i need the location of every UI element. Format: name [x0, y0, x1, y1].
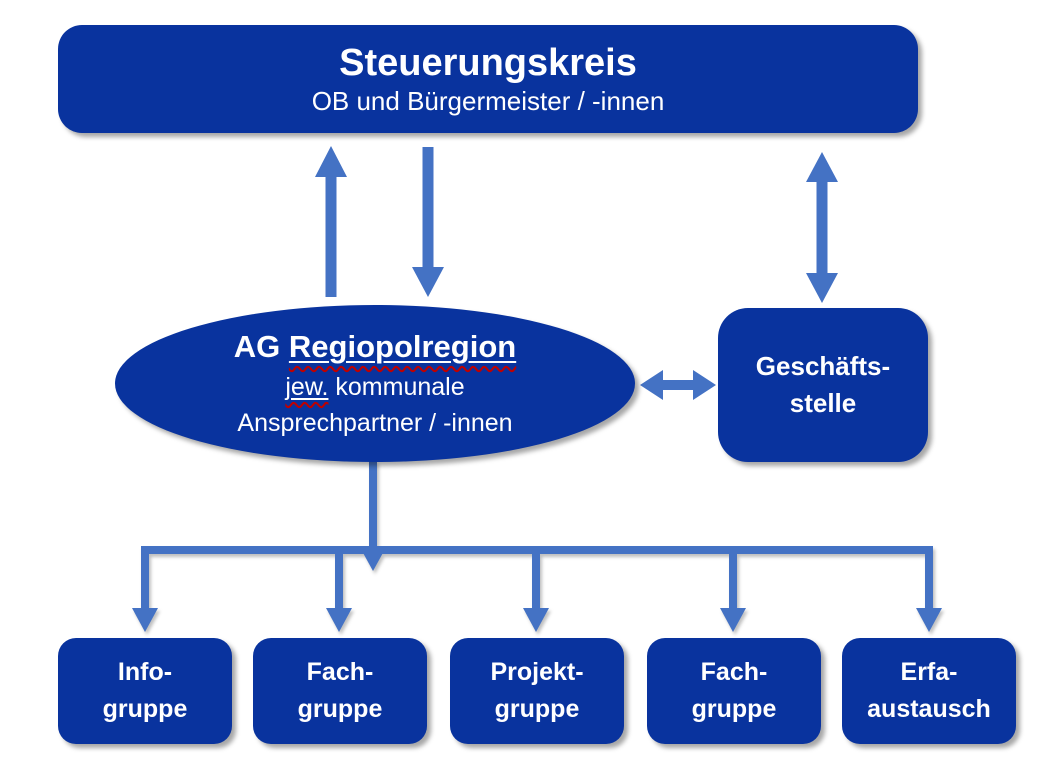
group-label-line1: Fach- [700, 658, 768, 686]
branch-arrow-3 [523, 546, 549, 632]
spellcheck-underline: jew. [285, 373, 328, 401]
fachgruppe-box-1: Fach- gruppe [253, 638, 427, 744]
connector-tree [132, 461, 942, 632]
ellipse-line2: jew. kommunale [285, 369, 464, 405]
steuerungskreis-subtitle: OB und Bürgermeister / -innen [311, 86, 665, 116]
ellipse-title-word: Regiopolregion [288, 328, 517, 364]
ellipse-line3: Ansprechpartner / -innen [237, 408, 513, 437]
group-label-line2: gruppe [102, 695, 188, 723]
group-label-line1: Fach- [306, 658, 374, 686]
fachgruppe-box-2: Fach- gruppe [647, 638, 821, 744]
up-arrow [315, 146, 347, 297]
ellipse-title: AG Regiopolregion [234, 327, 516, 367]
branch-arrow-2 [326, 546, 352, 632]
geschaeftsstelle-box: Geschäfts- stelle [718, 308, 928, 462]
branch-arrow-1 [132, 546, 158, 632]
erfa-austausch-box: Erfa- austausch [842, 638, 1016, 744]
ellipse-title-prefix: AG [233, 328, 281, 364]
infogruppe-box: Info- gruppe [58, 638, 232, 744]
group-label-line1: Projekt- [490, 658, 584, 686]
steuerungskreis-title: Steuerungskreis [339, 42, 637, 84]
steuerungskreis-box: Steuerungskreis OB und Bürgermeister / -… [58, 25, 918, 133]
group-label-line2: austausch [867, 695, 991, 723]
projektgruppe-box: Projekt- gruppe [450, 638, 624, 744]
group-label-line2: gruppe [691, 695, 777, 723]
branch-arrow-5 [916, 546, 942, 632]
geschaeftsstelle-line2: stelle [789, 388, 857, 418]
group-label-line2: gruppe [297, 695, 383, 723]
ag-regiopolregion-ellipse: AG Regiopolregion jew. kommunale Ansprec… [115, 305, 635, 462]
ellipse-line2-rest: kommunale [335, 372, 465, 401]
group-label-line1: Erfa- [900, 658, 958, 686]
horizontal-double-arrow [640, 370, 716, 400]
spellcheck-underline: Regiopolregion [289, 329, 516, 364]
down-arrow [412, 147, 444, 297]
vertical-double-arrow [806, 152, 838, 303]
ellipse-line2-abbrev: jew. [285, 372, 329, 401]
geschaeftsstelle-line1: Geschäfts- [755, 351, 891, 381]
group-label-line2: gruppe [494, 695, 580, 723]
branch-arrow-4 [720, 546, 746, 632]
group-label-line1: Info- [117, 658, 173, 686]
